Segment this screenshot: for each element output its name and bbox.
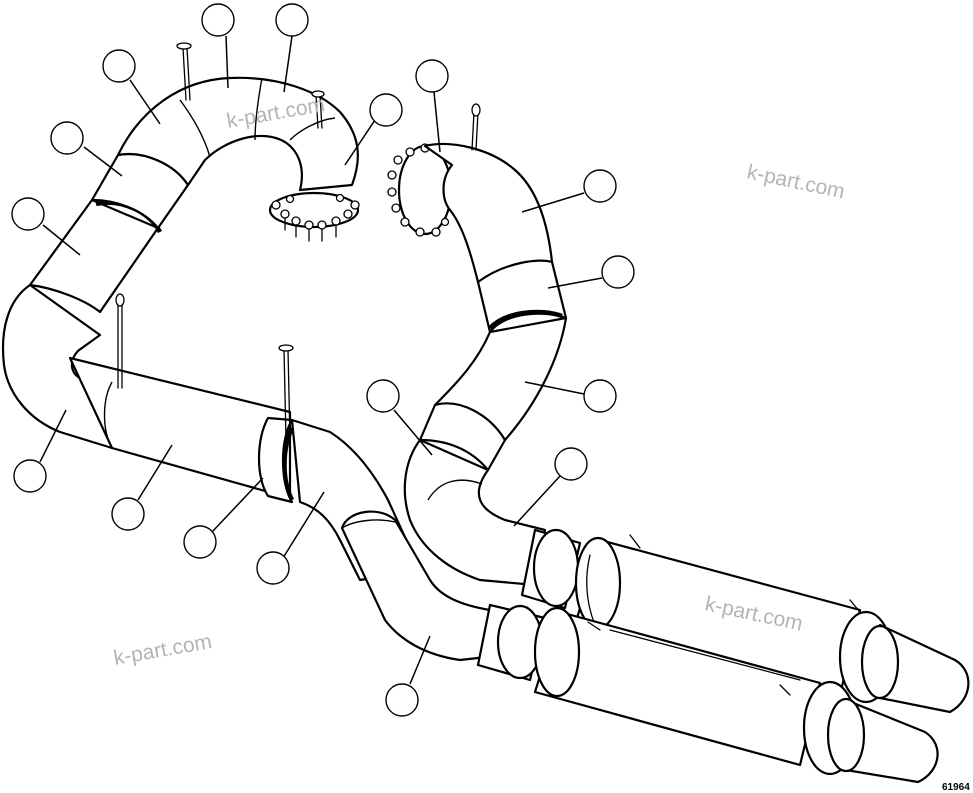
figure-number: 61964 bbox=[942, 782, 970, 793]
left-riser-pipe bbox=[28, 198, 160, 314]
callout-1 bbox=[201, 3, 235, 89]
lower-tailpipe bbox=[844, 698, 939, 784]
callout-3 bbox=[102, 49, 161, 125]
callout-4 bbox=[344, 93, 403, 166]
callout-6 bbox=[50, 121, 123, 177]
upper-right-loop bbox=[387, 103, 568, 587]
lower-straight-pipe bbox=[68, 356, 292, 500]
callout-5 bbox=[415, 59, 449, 153]
lower-left-pipe-run bbox=[1, 283, 507, 662]
right-lower-elbow bbox=[403, 438, 547, 587]
watermark-4: k-part.com bbox=[112, 630, 214, 670]
upper-arch-pipe bbox=[116, 76, 359, 192]
callout-16 bbox=[256, 491, 325, 585]
right-lower-sleeve bbox=[418, 402, 507, 472]
callout-14 bbox=[111, 444, 173, 531]
upper-muffler bbox=[520, 528, 970, 714]
callout-2 bbox=[275, 3, 309, 93]
callouts bbox=[11, 3, 635, 717]
callout-13 bbox=[13, 409, 67, 493]
callout-10 bbox=[524, 379, 617, 413]
callout-7 bbox=[11, 197, 81, 256]
lower-bend-pipe bbox=[340, 510, 507, 662]
callout-15 bbox=[183, 477, 264, 559]
left-flange-bolts bbox=[271, 193, 360, 242]
upper-left-loop bbox=[28, 42, 360, 314]
upper-tailpipe bbox=[878, 623, 970, 714]
callout-9 bbox=[547, 255, 635, 289]
callout-8 bbox=[521, 169, 617, 213]
callout-17 bbox=[385, 635, 431, 717]
callout-12 bbox=[513, 447, 588, 527]
watermark-2: k-part.com bbox=[745, 160, 847, 203]
hanger-rods bbox=[115, 293, 294, 441]
lower-muffler bbox=[476, 603, 939, 784]
callout-11 bbox=[366, 379, 433, 456]
